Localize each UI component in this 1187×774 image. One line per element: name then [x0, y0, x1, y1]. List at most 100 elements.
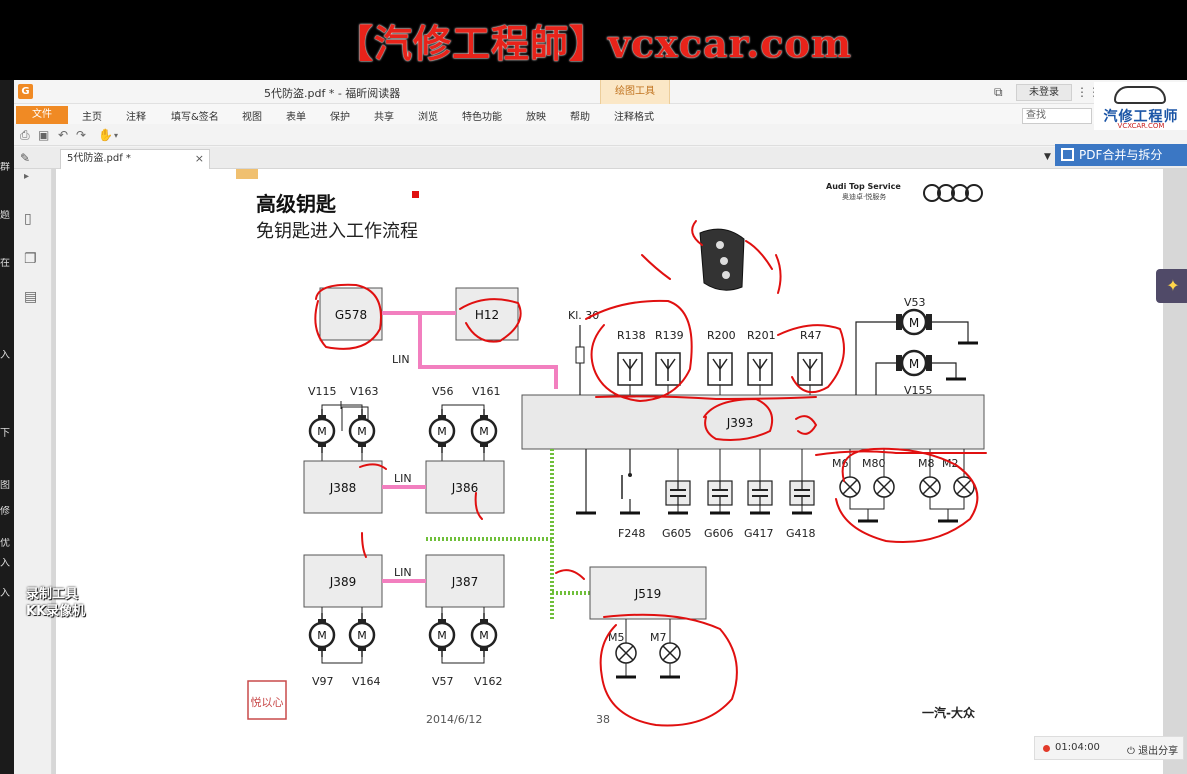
menu-file[interactable]: 文件: [16, 106, 68, 124]
save-icon[interactable]: ▣: [38, 128, 50, 142]
lamp-m80: [873, 449, 895, 498]
menu-protect[interactable]: 保护: [330, 112, 350, 123]
quick-access-toolbar: ⎙ ▣ ↶ ↷ ✋ ▾: [14, 124, 1187, 146]
label-j393: J393: [726, 416, 753, 430]
menu-comment-format[interactable]: 注释格式: [614, 112, 654, 123]
svg-text:M: M: [479, 425, 489, 438]
video-banner: 【汽修工程師】vcxcar.com: [0, 0, 1187, 80]
document-tab[interactable]: 5代防盗.pdf * ×: [60, 149, 210, 169]
redo-icon[interactable]: ↷: [76, 128, 87, 142]
document-viewport[interactable]: 高级钥匙 免钥匙进入工作流程 Audi Top Service 奥迪卓·悦服务 …: [52, 169, 1187, 774]
footer-brand: 一汽-大众: [922, 705, 976, 720]
motors-v97-v164: M M: [308, 607, 376, 664]
lin-bus-to-j393: [418, 313, 558, 389]
label-m7: M7: [650, 631, 667, 644]
label-j389: J389: [329, 575, 356, 589]
menu-fill-sign[interactable]: 填写&签名: [171, 112, 219, 123]
menu-comment[interactable]: 注释: [126, 112, 146, 123]
window-title: 5代防盗.pdf * - 福昕阅读器: [264, 87, 401, 100]
strip-text: 入: [0, 558, 10, 569]
recorder-watermark: 录制工具 KK录像机: [26, 586, 85, 620]
layers-icon[interactable]: ❐: [24, 251, 37, 267]
hand-tool-icon[interactable]: ✋: [98, 128, 113, 142]
chevron-down-icon[interactable]: ▾: [114, 131, 119, 140]
label-g578: G578: [335, 308, 367, 322]
foxit-logo-icon[interactable]: G: [18, 84, 33, 99]
antenna-r47: [797, 352, 823, 395]
menu-browse[interactable]: 浏览: [418, 112, 438, 123]
close-icon[interactable]: ×: [194, 152, 204, 165]
watermark-line1: 录制工具: [26, 587, 79, 602]
drawing-tools-tab[interactable]: 绘图工具: [600, 80, 670, 104]
menu-home[interactable]: 主页: [82, 112, 102, 123]
left-navigation-panel: ▸ ▯ ❐ ▤: [14, 169, 52, 774]
svg-text:M: M: [317, 425, 327, 438]
restore-icon[interactable]: ⧉: [994, 85, 1003, 99]
label-v56: V56: [432, 385, 454, 398]
label-r138: R138: [617, 329, 646, 342]
slide-subtitle: 免钥匙进入工作流程: [256, 221, 418, 242]
brand-sub: VCXCAR.COM: [1117, 122, 1165, 130]
antenna-r200: [707, 352, 733, 395]
svg-text:M: M: [437, 629, 447, 642]
record-time: 01:04:00: [1055, 742, 1100, 753]
login-button[interactable]: 未登录: [1016, 84, 1072, 101]
merge-icon: [1061, 148, 1074, 161]
svg-text:M: M: [909, 316, 919, 330]
module-j389: [303, 554, 383, 608]
label-m8: M8: [918, 457, 935, 470]
label-m6: M6: [832, 457, 849, 470]
pdf-merge-split-label: PDF合并与拆分: [1079, 148, 1163, 162]
audi-service-cn: 奥迪卓·悦服务: [842, 192, 886, 201]
audi-service-label: Audi Top Service: [826, 182, 901, 191]
menu-form[interactable]: 表单: [286, 112, 306, 123]
foxit-reader-window: G 5代防盗.pdf * - 福昕阅读器 绘图工具 ⧉ 未登录 ⋮⋮ 文件 主页…: [14, 80, 1187, 774]
module-g578: [319, 287, 383, 341]
undo-icon[interactable]: ↶: [58, 128, 69, 142]
svg-text:M: M: [479, 629, 489, 642]
title-bar: G 5代防盗.pdf * - 福昕阅读器 绘图工具 ⧉ 未登录 ⋮⋮: [14, 80, 1187, 104]
label-j519: J519: [634, 587, 661, 601]
slide-diagram: 高级钥匙 免钥匙进入工作流程 Audi Top Service 奥迪卓·悦服务 …: [236, 169, 987, 727]
strip-text: 入: [0, 350, 10, 361]
menu-share[interactable]: 共享: [374, 112, 394, 123]
label-g605: G605: [662, 527, 692, 540]
edit-icon[interactable]: ✎: [20, 151, 31, 165]
sticky-note-icon[interactable]: [236, 169, 258, 179]
label-v161: V161: [472, 385, 501, 398]
motors-v115-v163: M M: [308, 401, 376, 461]
tab-dropdown-icon[interactable]: ▼: [1044, 152, 1051, 162]
seal-stamp: [247, 680, 287, 720]
exit-share-button[interactable]: ⏻ 退出分享: [1127, 746, 1179, 757]
red-annotations: [314, 220, 987, 727]
document-tab-label: 5代防盗.pdf *: [67, 153, 131, 164]
strip-text: 题: [0, 210, 10, 221]
svg-text:M: M: [909, 357, 919, 371]
label-f248: F248: [618, 527, 645, 540]
menu-help[interactable]: 帮助: [570, 112, 590, 123]
strip-text: 图: [0, 480, 10, 491]
brand-logo: 汽修工程师 VCXCAR.COM: [1094, 82, 1187, 130]
svg-text:M: M: [357, 425, 367, 438]
label-v115: V115: [308, 385, 337, 398]
page-thumbnail-icon[interactable]: ▯: [24, 211, 32, 227]
search-input[interactable]: 查找: [1022, 108, 1092, 124]
pdf-merge-split-button[interactable]: PDF合并与拆分: [1055, 144, 1187, 166]
menu-features[interactable]: 特色功能: [462, 112, 502, 123]
strip-text: 下: [0, 428, 10, 439]
module-j388: [303, 460, 383, 514]
label-v155: V155: [904, 384, 933, 397]
svg-text:M: M: [357, 629, 367, 642]
menu-view[interactable]: 视图: [242, 112, 262, 123]
module-j387: [425, 554, 505, 608]
label-kl30: Kl. 30: [568, 309, 599, 322]
lightbulb-icon[interactable]: ✦: [1156, 269, 1187, 303]
footer-page: 38: [596, 713, 610, 726]
menu-slideshow[interactable]: 放映: [526, 112, 546, 123]
footer-date: 2014/6/12: [426, 713, 482, 726]
print-icon[interactable]: ⎙: [20, 128, 30, 142]
expand-arrow-icon[interactable]: ▸: [24, 171, 30, 182]
svg-text:M: M: [317, 629, 327, 642]
attachment-icon[interactable]: ▤: [24, 289, 38, 305]
svg-text:M: M: [437, 425, 447, 438]
